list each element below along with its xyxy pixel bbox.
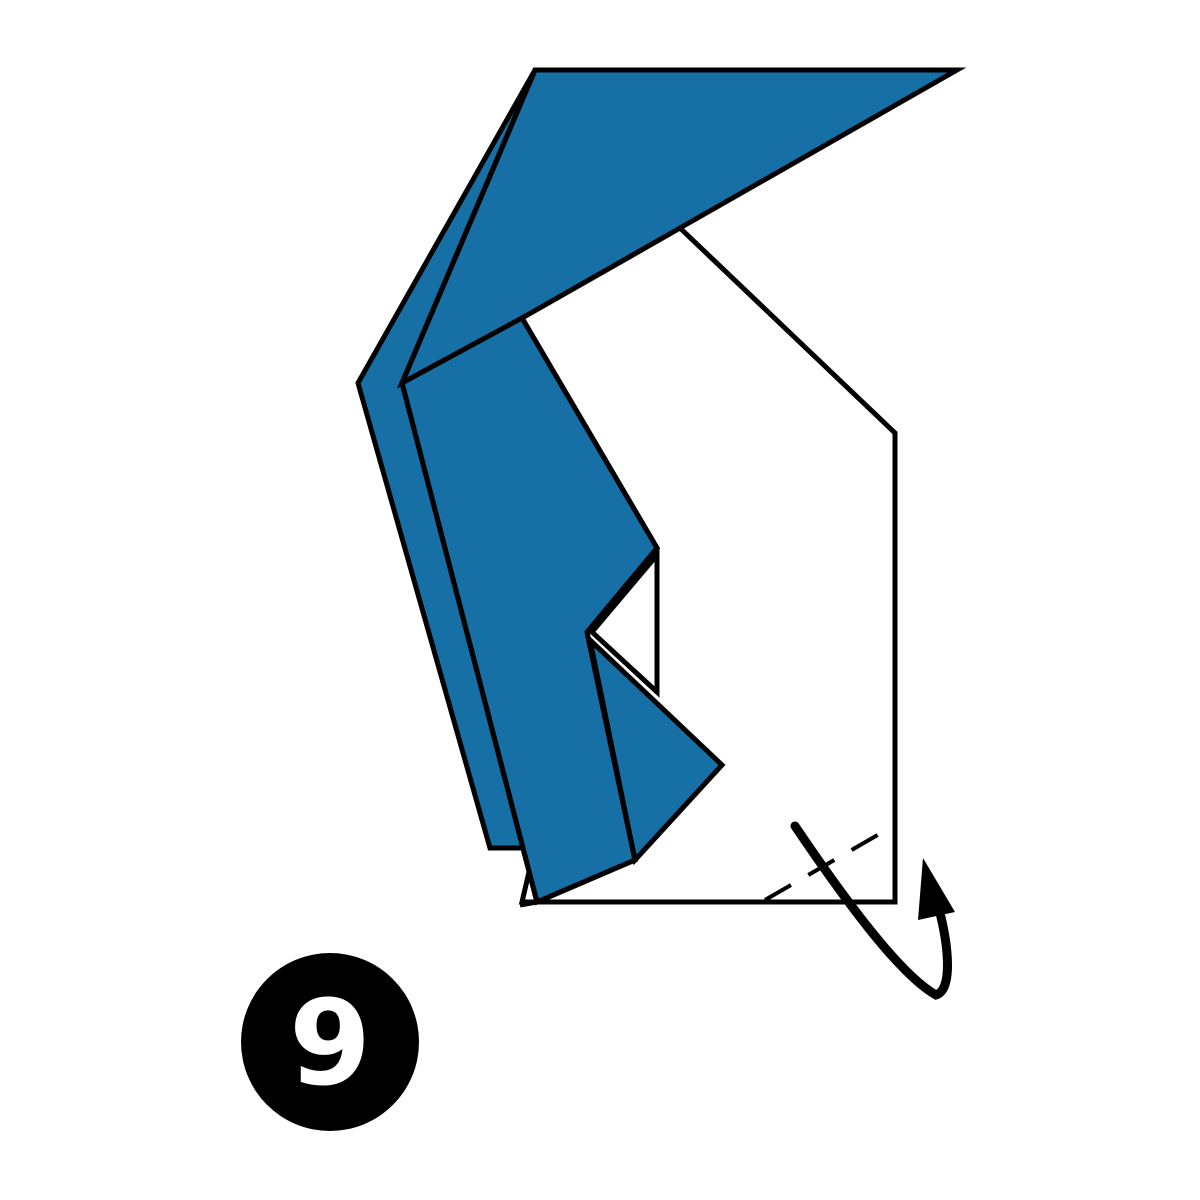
fold-line xyxy=(764,823,896,902)
paper-edge-inner-left xyxy=(399,69,540,903)
fold-arrow-icon xyxy=(790,821,952,1000)
paper-edge-bottom xyxy=(519,857,636,908)
step-badge: 9 xyxy=(241,953,419,1131)
paper-edge-column-right xyxy=(584,631,638,861)
fold-arrow-head-icon xyxy=(918,858,955,920)
step-number: 9 xyxy=(289,974,371,1112)
paper-white-window xyxy=(588,548,660,698)
step-badge-circle xyxy=(241,953,419,1131)
